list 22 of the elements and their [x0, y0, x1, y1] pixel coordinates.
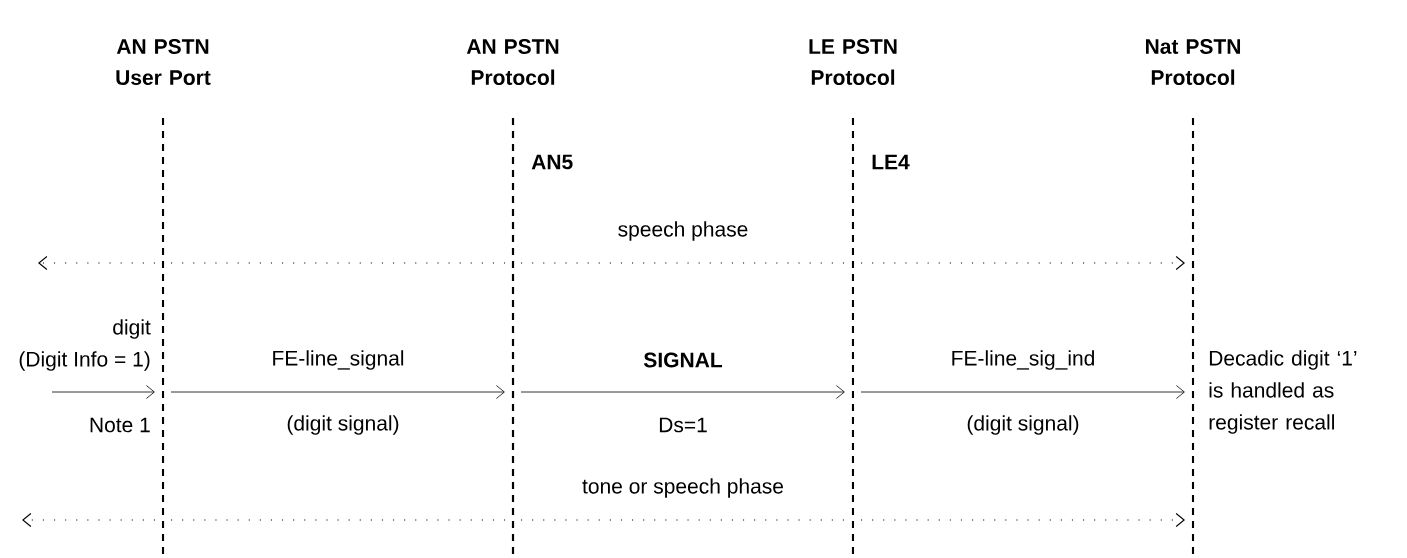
message-parameter: (digit signal)	[287, 415, 399, 435]
message-parameter: Ds=1	[659, 417, 707, 433]
lane-label: AN5	[531, 154, 573, 170]
edge-label: speech phase	[618, 221, 748, 241]
arrow	[860, 512, 1185, 528]
lane-label: LE4	[872, 154, 910, 170]
arrow	[51, 385, 155, 399]
arrow	[520, 385, 845, 399]
note-text: Decadic digit ‘1’ is handled as register recall	[1209, 350, 1357, 434]
edge-label: FE-line_signal	[273, 350, 404, 370]
edge-label: digit	[113, 319, 151, 339]
arrow	[22, 512, 156, 528]
arrow	[860, 385, 1185, 399]
message-parameter: (digit signal)	[967, 415, 1079, 435]
edge-label: FE-line_sig_ind	[952, 350, 1094, 370]
arrow	[860, 255, 1185, 271]
message-parameter: Note 1	[90, 417, 150, 433]
arrow	[170, 385, 505, 399]
edge-label: SIGNAL	[643, 352, 723, 368]
arrow	[38, 255, 156, 271]
edge-label: tone or speech phase	[582, 478, 783, 498]
message-parameter: (Digit Info = 1)	[19, 351, 150, 371]
